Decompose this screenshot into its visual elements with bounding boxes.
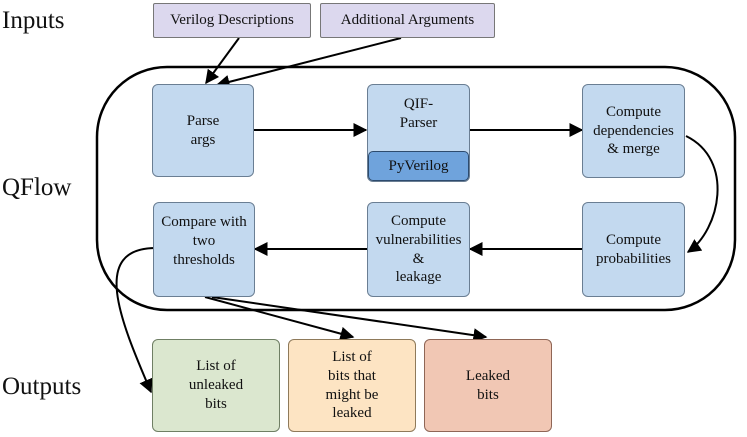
input-additional-arguments: Additional Arguments (320, 3, 495, 38)
arrow-dependencies-to-probabilities (685, 135, 719, 253)
output-might-be-leaked: List of bits that might be leaked (288, 339, 416, 432)
qif-parser-label: QIF- Parser (399, 96, 438, 131)
arrow-compare-to-might-leak (204, 296, 355, 341)
arrow-compare-to-leaked (211, 296, 488, 343)
process-parse-args: Parse args (152, 84, 254, 177)
inputs-label: Inputs (2, 7, 65, 34)
arrow-verilog-to-parse (205, 37, 240, 85)
qflow-label: QFlow (2, 174, 72, 201)
process-compute-vulnerabilities: Compute vulnerabilities & leakage (367, 202, 470, 297)
qflow-container (95, 65, 737, 312)
process-compute-dependencies: Compute dependencies & merge (582, 84, 685, 178)
process-compare-thresholds: Compare with two thresholds (153, 202, 255, 297)
output-unleaked-bits: List of unleaked bits (152, 339, 280, 432)
arrow-compare-to-unleaked (115, 247, 157, 394)
outputs-label: Outputs (2, 373, 82, 400)
output-leaked-bits: Leaked bits (424, 339, 552, 432)
input-verilog-descriptions: Verilog Descriptions (153, 3, 311, 38)
process-compute-probabilities: Compute probabilities (582, 202, 685, 297)
pyverilog-module: PyVerilog (368, 151, 469, 181)
arrow-args-to-parse (215, 37, 402, 89)
